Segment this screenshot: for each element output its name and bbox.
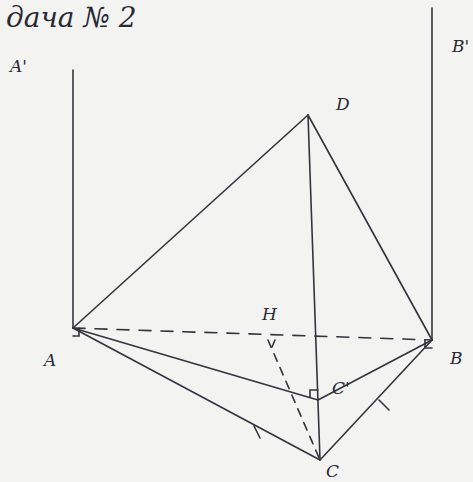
point-label: B' <box>452 38 469 55</box>
edge-line <box>308 115 320 460</box>
point-label: D <box>336 96 350 113</box>
tick-mark <box>254 426 260 438</box>
edge-line <box>318 340 432 400</box>
tick-mark <box>379 400 389 410</box>
point-label: A <box>44 352 56 369</box>
point-label: C <box>326 463 339 480</box>
hidden-edge <box>268 340 320 460</box>
point-label: C' <box>332 380 350 397</box>
perpendicular-line <box>72 70 74 328</box>
edge-line <box>73 115 308 328</box>
point-label: H <box>262 306 277 323</box>
point-label: A' <box>10 58 27 75</box>
right-angle-mark <box>310 390 318 397</box>
edge-line <box>308 115 432 340</box>
point-label: B <box>450 350 463 367</box>
hidden-edge <box>73 328 432 340</box>
right-angle-mark <box>73 328 79 336</box>
perpendicular-line <box>431 8 433 340</box>
right-angle-mark <box>425 340 432 348</box>
edge-line <box>73 328 318 400</box>
edge-line <box>320 340 432 460</box>
edge-line <box>73 328 320 460</box>
right-angle-mark <box>272 340 275 347</box>
title: дача № 2 <box>6 4 137 32</box>
